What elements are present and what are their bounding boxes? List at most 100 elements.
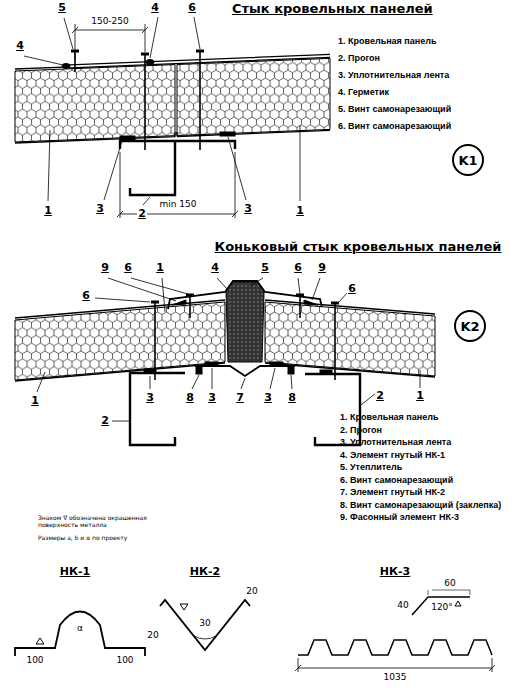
part-list-item: 1. Кровельная панель [338, 36, 437, 46]
nk3-profile [298, 640, 492, 655]
shaped-element-nk3 [172, 300, 318, 305]
paint-mark [36, 638, 44, 644]
panel-core [15, 65, 175, 142]
dimension-line [428, 590, 470, 595]
part-list-item: 2. Прогон [338, 53, 380, 63]
callout-number: 8 [287, 392, 297, 405]
section-title: Стык кровельных панелей [232, 2, 433, 17]
callout-number: 6 [293, 262, 303, 275]
rivet [288, 366, 294, 374]
callout-number: 9 [100, 262, 110, 275]
callout-number: 1 [43, 205, 53, 218]
callout-number: 1 [415, 390, 425, 403]
nk2-profile [160, 600, 250, 650]
callout-number: 3 [243, 203, 253, 216]
sealing-tape [144, 369, 156, 372]
callout-number: 3 [207, 392, 217, 405]
callout-number: 4 [210, 262, 220, 275]
screw-head [71, 51, 204, 54]
callout-number: 1 [295, 205, 305, 218]
sealing-tape [220, 132, 235, 136]
part-list-item: 4. Элемент гнутый НК-1 [340, 450, 445, 460]
dimension: 1035 [383, 672, 408, 682]
callout-number: 6 [123, 262, 133, 275]
angle-arc [194, 636, 216, 639]
part-list-item: 6. Винт самонарезающий [338, 121, 451, 131]
dimension: 60 [443, 578, 456, 588]
part-list-item: 5. Утеплитель [340, 462, 402, 472]
callout-number: 4 [150, 2, 160, 15]
ridge-element-nk2 [195, 366, 295, 376]
part-list-item: 8. Винт самонарезающий (заклепка) [340, 500, 501, 510]
top-sheet [15, 54, 330, 69]
screw-head [151, 295, 339, 303]
nk1-profile [15, 612, 145, 657]
dimension-line [117, 152, 238, 218]
panel-sheet [15, 300, 435, 381]
nk3-section [412, 597, 470, 615]
callout-number: 9 [317, 262, 327, 275]
dimension: 40 [396, 600, 409, 610]
panel-core [15, 302, 225, 380]
note: Знаком ∇ обозначена окрашенная поверхнос… [38, 515, 163, 529]
detail-marker: K1 [458, 153, 477, 168]
part-list-item: 4. Герметик [338, 87, 389, 97]
part-list-item: 5. Винт самонарезающий [338, 104, 451, 114]
angle-label: α [76, 623, 84, 633]
callout-number: 3 [263, 392, 273, 405]
screw [155, 296, 335, 380]
callout-number: 6 [347, 283, 357, 296]
callout-number: 8 [185, 392, 195, 405]
callout-number: 7 [235, 392, 245, 405]
callout-number: 2 [100, 415, 110, 428]
angle-label: 30 [198, 618, 211, 628]
callout-number: 2 [375, 390, 385, 403]
part-list-item: 3. Уплотнительная лента [338, 70, 449, 80]
dimension: 150-250 [90, 16, 130, 26]
screw [75, 52, 200, 150]
dimension: 100 [25, 655, 44, 665]
part-list-item: 1. Кровельная панель [340, 412, 439, 422]
callout-number: 4 [15, 40, 25, 53]
callout-number: 1 [30, 395, 40, 408]
leader-line [37, 278, 420, 421]
part-list-item: 6. Винт самонарезающий [340, 475, 453, 485]
callout-number: 5 [260, 262, 270, 275]
callout-number: 1 [155, 262, 165, 275]
callout-number: 2 [137, 208, 147, 221]
note: Размеры a, b и α по проекту [38, 535, 163, 542]
paint-mark [180, 604, 188, 610]
callout-number: 6 [187, 2, 197, 15]
detail-marker-circle: K1 [452, 144, 484, 176]
callout-number: 5 [57, 2, 67, 15]
sealing-tape [120, 136, 135, 140]
dimension-line [295, 658, 495, 672]
callout-number: 3 [95, 203, 105, 216]
detail-title: НК-1 [59, 566, 91, 579]
callout-number: 6 [81, 290, 91, 303]
dimension: 100 [115, 655, 134, 665]
purlin [120, 141, 235, 195]
part-list-item: 3. Уплотнительная лента [340, 437, 451, 447]
section-title: Коньковый стык кровельных панелей [215, 240, 502, 255]
part-list-item: 9. Фасонный элемент НК-3 [340, 512, 459, 522]
angle-label: 120° [430, 602, 454, 612]
dimension: 20 [146, 630, 159, 640]
rivet [196, 366, 202, 374]
sealing-tape [205, 362, 218, 365]
detail-marker: K2 [460, 319, 479, 334]
sealant [146, 60, 154, 65]
sealing-tape [320, 370, 332, 373]
part-list-item: 2. Прогон [340, 425, 382, 435]
part-list-item: 7. Элемент гнутый НК-2 [340, 487, 445, 497]
detail-title: НК-2 [189, 566, 221, 579]
callout-number: 3 [145, 392, 155, 405]
detail-marker-circle: K2 [454, 310, 486, 342]
sealing-tape [270, 362, 283, 365]
sealant [62, 64, 70, 69]
detail-title: НК-3 [379, 566, 411, 579]
paint-mark [455, 601, 461, 606]
dimension: 20 [245, 586, 258, 596]
dimension-line [72, 24, 148, 60]
dimension: min 150 [158, 199, 197, 209]
